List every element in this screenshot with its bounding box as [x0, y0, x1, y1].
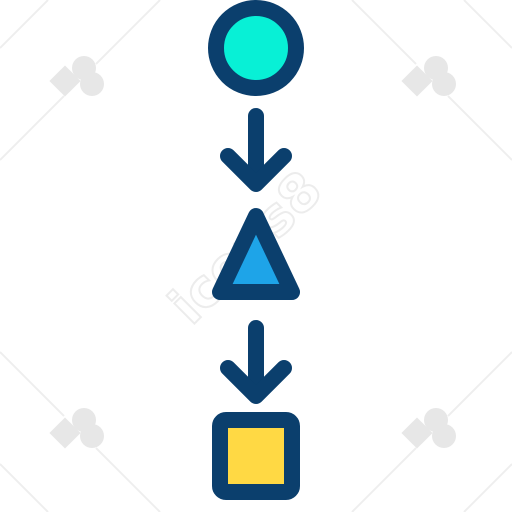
watermark-line: [95, 0, 161, 65]
watermark-line: [0, 0, 49, 49]
arrow-down-icon: [220, 108, 292, 192]
watermark-line: [463, 0, 512, 49]
watermark-line: [351, 0, 417, 65]
circle-icon: [208, 0, 304, 96]
watermark-line: [0, 351, 65, 417]
watermark-logo-bottom-right: [401, 408, 456, 449]
watermark-line: [463, 463, 512, 512]
watermark-line: [447, 95, 512, 161]
watermark-line: [351, 447, 417, 512]
watermark-logo-top-right: [401, 56, 456, 97]
watermark-line: [447, 351, 512, 417]
triangle-icon: [212, 208, 300, 300]
arrow-down-icon: [220, 320, 292, 404]
watermark-logo-bottom-left: [49, 408, 104, 449]
watermark-logo-top-left: [49, 56, 104, 97]
watermark-line: [95, 447, 161, 512]
square-icon: [212, 412, 300, 500]
watermark-line: [0, 463, 49, 512]
watermark-line: [0, 95, 65, 161]
